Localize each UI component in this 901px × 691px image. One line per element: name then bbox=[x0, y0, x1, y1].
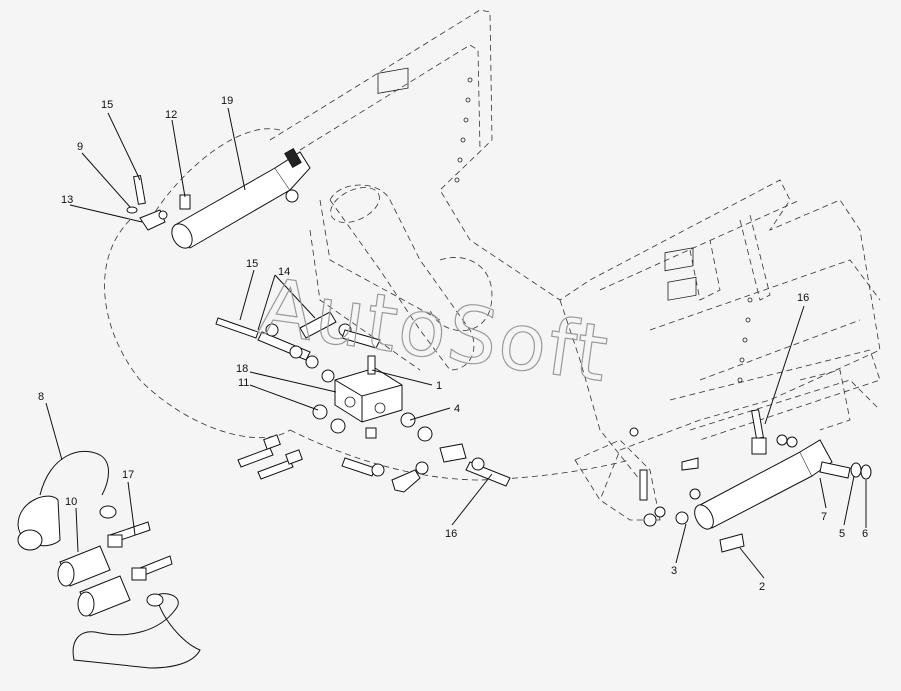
callout-15-upper: 15 bbox=[101, 99, 113, 111]
chassis-frame-outline bbox=[269, 9, 881, 521]
right-cylinder-assembly bbox=[629, 409, 872, 553]
callout-15-middle: 15 bbox=[246, 258, 258, 270]
autosoft-watermark: AutoSoft bbox=[255, 262, 615, 400]
callout-14: 14 bbox=[278, 266, 290, 278]
callout-12: 12 bbox=[165, 109, 177, 121]
callout-1: 1 bbox=[436, 380, 442, 392]
callout-16-right: 16 bbox=[797, 292, 809, 304]
cylinder-19-assembly bbox=[126, 148, 311, 249]
callout-7: 7 bbox=[821, 511, 827, 523]
callout-5: 5 bbox=[839, 528, 845, 540]
callout-10: 10 bbox=[65, 496, 77, 508]
callout-11: 11 bbox=[238, 377, 249, 389]
leader-lines bbox=[45, 107, 867, 579]
callout-13: 13 bbox=[61, 194, 73, 206]
hose-routing-path bbox=[104, 128, 631, 481]
callout-8: 8 bbox=[38, 391, 44, 403]
callout-labels: 15 12 19 9 13 15 14 18 11 1 4 8 17 10 16… bbox=[38, 95, 868, 593]
callout-18: 18 bbox=[236, 363, 248, 375]
callout-17: 17 bbox=[122, 469, 134, 481]
callout-16-lower: 16 bbox=[445, 528, 457, 540]
lower-hoses-and-bolts bbox=[237, 434, 511, 493]
callout-9: 9 bbox=[77, 141, 83, 153]
valve-block-18 bbox=[312, 355, 433, 442]
callout-4: 4 bbox=[454, 403, 460, 415]
callout-3: 3 bbox=[671, 565, 677, 577]
callout-2: 2 bbox=[759, 581, 765, 593]
pipes-and-fittings-14-15 bbox=[215, 311, 381, 383]
couplers-10-and-caps-8 bbox=[17, 450, 201, 669]
callout-6: 6 bbox=[862, 528, 868, 540]
callout-19: 19 bbox=[221, 95, 233, 107]
